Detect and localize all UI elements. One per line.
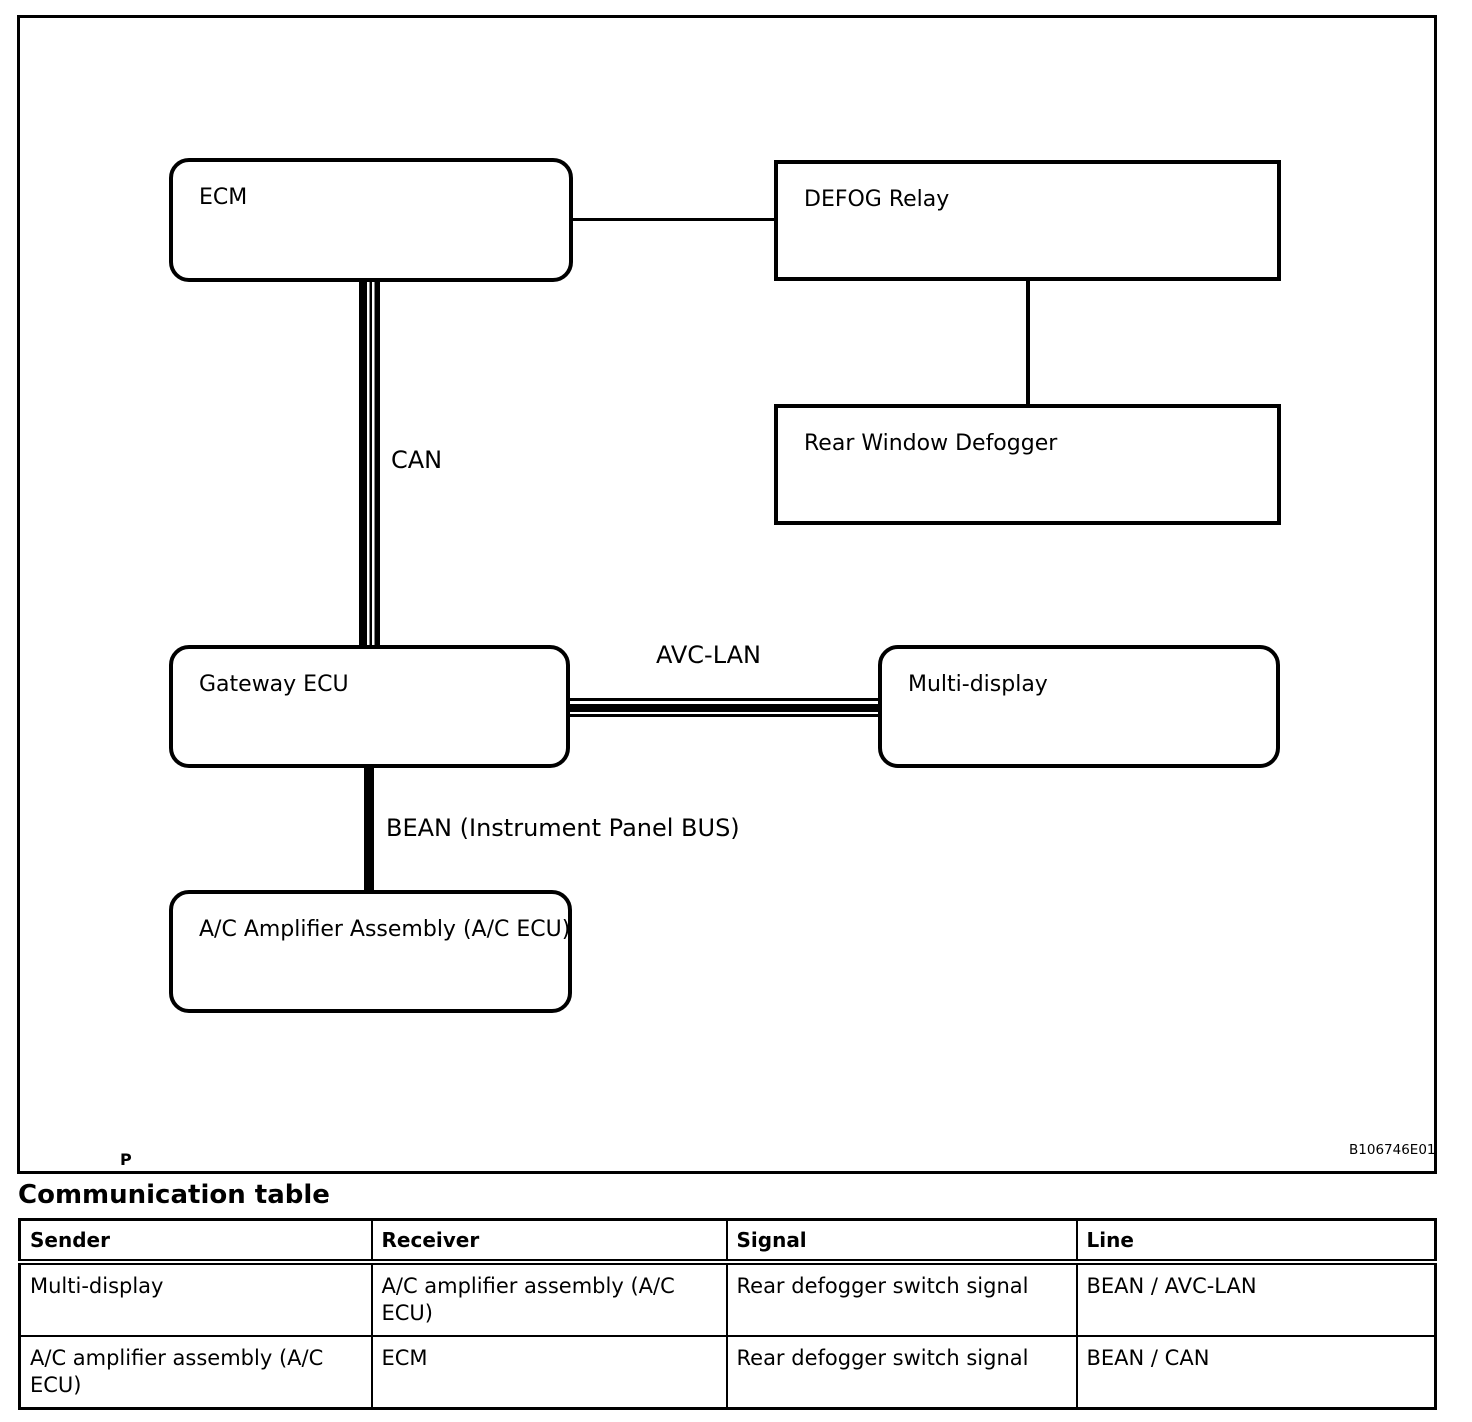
can-bus-line — [359, 282, 380, 645]
table-row: A/C amplifier assembly (A/C ECU) ECM Rea… — [18, 1335, 1437, 1410]
cell-line: BEAN / CAN — [1075, 1335, 1437, 1410]
cell-sender: A/C amplifier assembly (A/C ECU) — [18, 1335, 373, 1410]
node-gateway-ecu-label: Gateway ECU — [199, 672, 349, 697]
cell-line: BEAN / AVC-LAN — [1075, 1261, 1437, 1337]
cell-signal: Rear defogger switch signal — [725, 1335, 1078, 1410]
node-rear-window-defogger: Rear Window Defogger — [774, 404, 1281, 525]
cell-receiver: A/C amplifier assembly (A/C ECU) — [370, 1261, 728, 1337]
node-defog-relay-label: DEFOG Relay — [804, 187, 950, 212]
node-ac-amplifier-label: A/C Amplifier Assembly (A/C ECU) — [199, 917, 571, 942]
page-marker: P — [120, 1150, 132, 1169]
can-bus-label: CAN — [391, 446, 443, 474]
node-rear-window-defogger-label: Rear Window Defogger — [804, 431, 1058, 456]
node-defog-relay: DEFOG Relay — [774, 160, 1281, 281]
connector-ecm-defog-relay — [573, 218, 774, 221]
node-ac-amplifier: A/C Amplifier Assembly (A/C ECU) — [169, 890, 572, 1013]
header-receiver: Receiver — [370, 1218, 728, 1265]
table-row: Multi-display A/C amplifier assembly (A/… — [18, 1261, 1437, 1337]
bean-bus-label: BEAN (Instrument Panel BUS) — [386, 814, 740, 842]
communication-table-title: Communication table — [18, 1180, 330, 1210]
avc-lan-bus-label: AVC-LAN — [656, 641, 762, 669]
header-sender: Sender — [18, 1218, 373, 1265]
diagram-frame — [17, 15, 1437, 1174]
communication-table: Sender Receiver Signal Line Multi-displa… — [18, 1218, 1437, 1410]
cell-receiver: ECM — [370, 1335, 728, 1410]
cell-signal: Rear defogger switch signal — [725, 1261, 1078, 1337]
bean-bus-line — [364, 766, 374, 892]
figure-code: B106746E01 — [1349, 1142, 1436, 1158]
node-multi-display-label: Multi-display — [908, 672, 1048, 697]
node-multi-display: Multi-display — [878, 645, 1280, 768]
avc-lan-bus-line — [567, 698, 878, 717]
node-ecm-label: ECM — [199, 185, 248, 210]
communication-table-header-row: Sender Receiver Signal Line — [18, 1218, 1437, 1265]
node-gateway-ecu: Gateway ECU — [169, 645, 570, 768]
connector-defog-relay-rear-defogger — [1026, 281, 1030, 405]
header-signal: Signal — [725, 1218, 1078, 1265]
cell-sender: Multi-display — [18, 1261, 373, 1337]
header-line: Line — [1075, 1218, 1437, 1265]
node-ecm: ECM — [169, 158, 573, 282]
